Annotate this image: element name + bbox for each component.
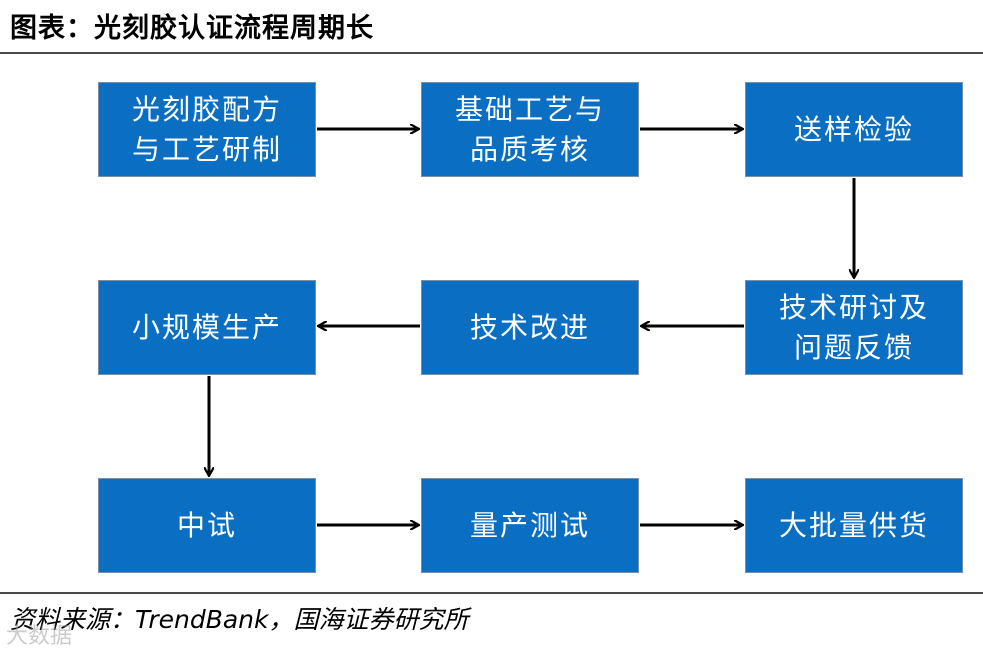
step-label: 基础工艺与 品质考核 [454, 92, 605, 166]
step-bulk-supply: 大批量供货 [745, 478, 963, 573]
step-technical-discussion-feedback: 技术研讨及 问题反馈 [745, 280, 963, 375]
top-divider [0, 52, 983, 54]
step-label: 技术研讨及 问题反馈 [778, 290, 929, 364]
step-label: 量产测试 [469, 508, 590, 542]
step-basic-process-quality-assessment: 基础工艺与 品质考核 [421, 82, 639, 177]
step-label: 送样检验 [793, 112, 914, 146]
step-pilot-test: 中试 [98, 478, 316, 573]
step-sample-inspection: 送样检验 [745, 82, 963, 177]
figure-title: 图表：光刻胶认证流程周期长 [10, 13, 374, 44]
watermark: 大数据 [6, 624, 73, 649]
step-label: 大批量供货 [778, 508, 929, 542]
bottom-divider [0, 592, 983, 594]
step-small-scale-production: 小规模生产 [98, 280, 316, 375]
step-technical-improvement: 技术改进 [421, 280, 639, 375]
step-label: 光刻胶配方 与工艺研制 [131, 92, 282, 166]
source-note: 资料来源：TrendBank，国海证券研究所 [10, 605, 469, 634]
step-label: 技术改进 [469, 310, 590, 344]
step-label: 小规模生产 [131, 310, 282, 344]
step-label: 中试 [176, 508, 237, 542]
step-formula-process-development: 光刻胶配方 与工艺研制 [98, 82, 316, 177]
step-mass-production-test: 量产测试 [421, 478, 639, 573]
